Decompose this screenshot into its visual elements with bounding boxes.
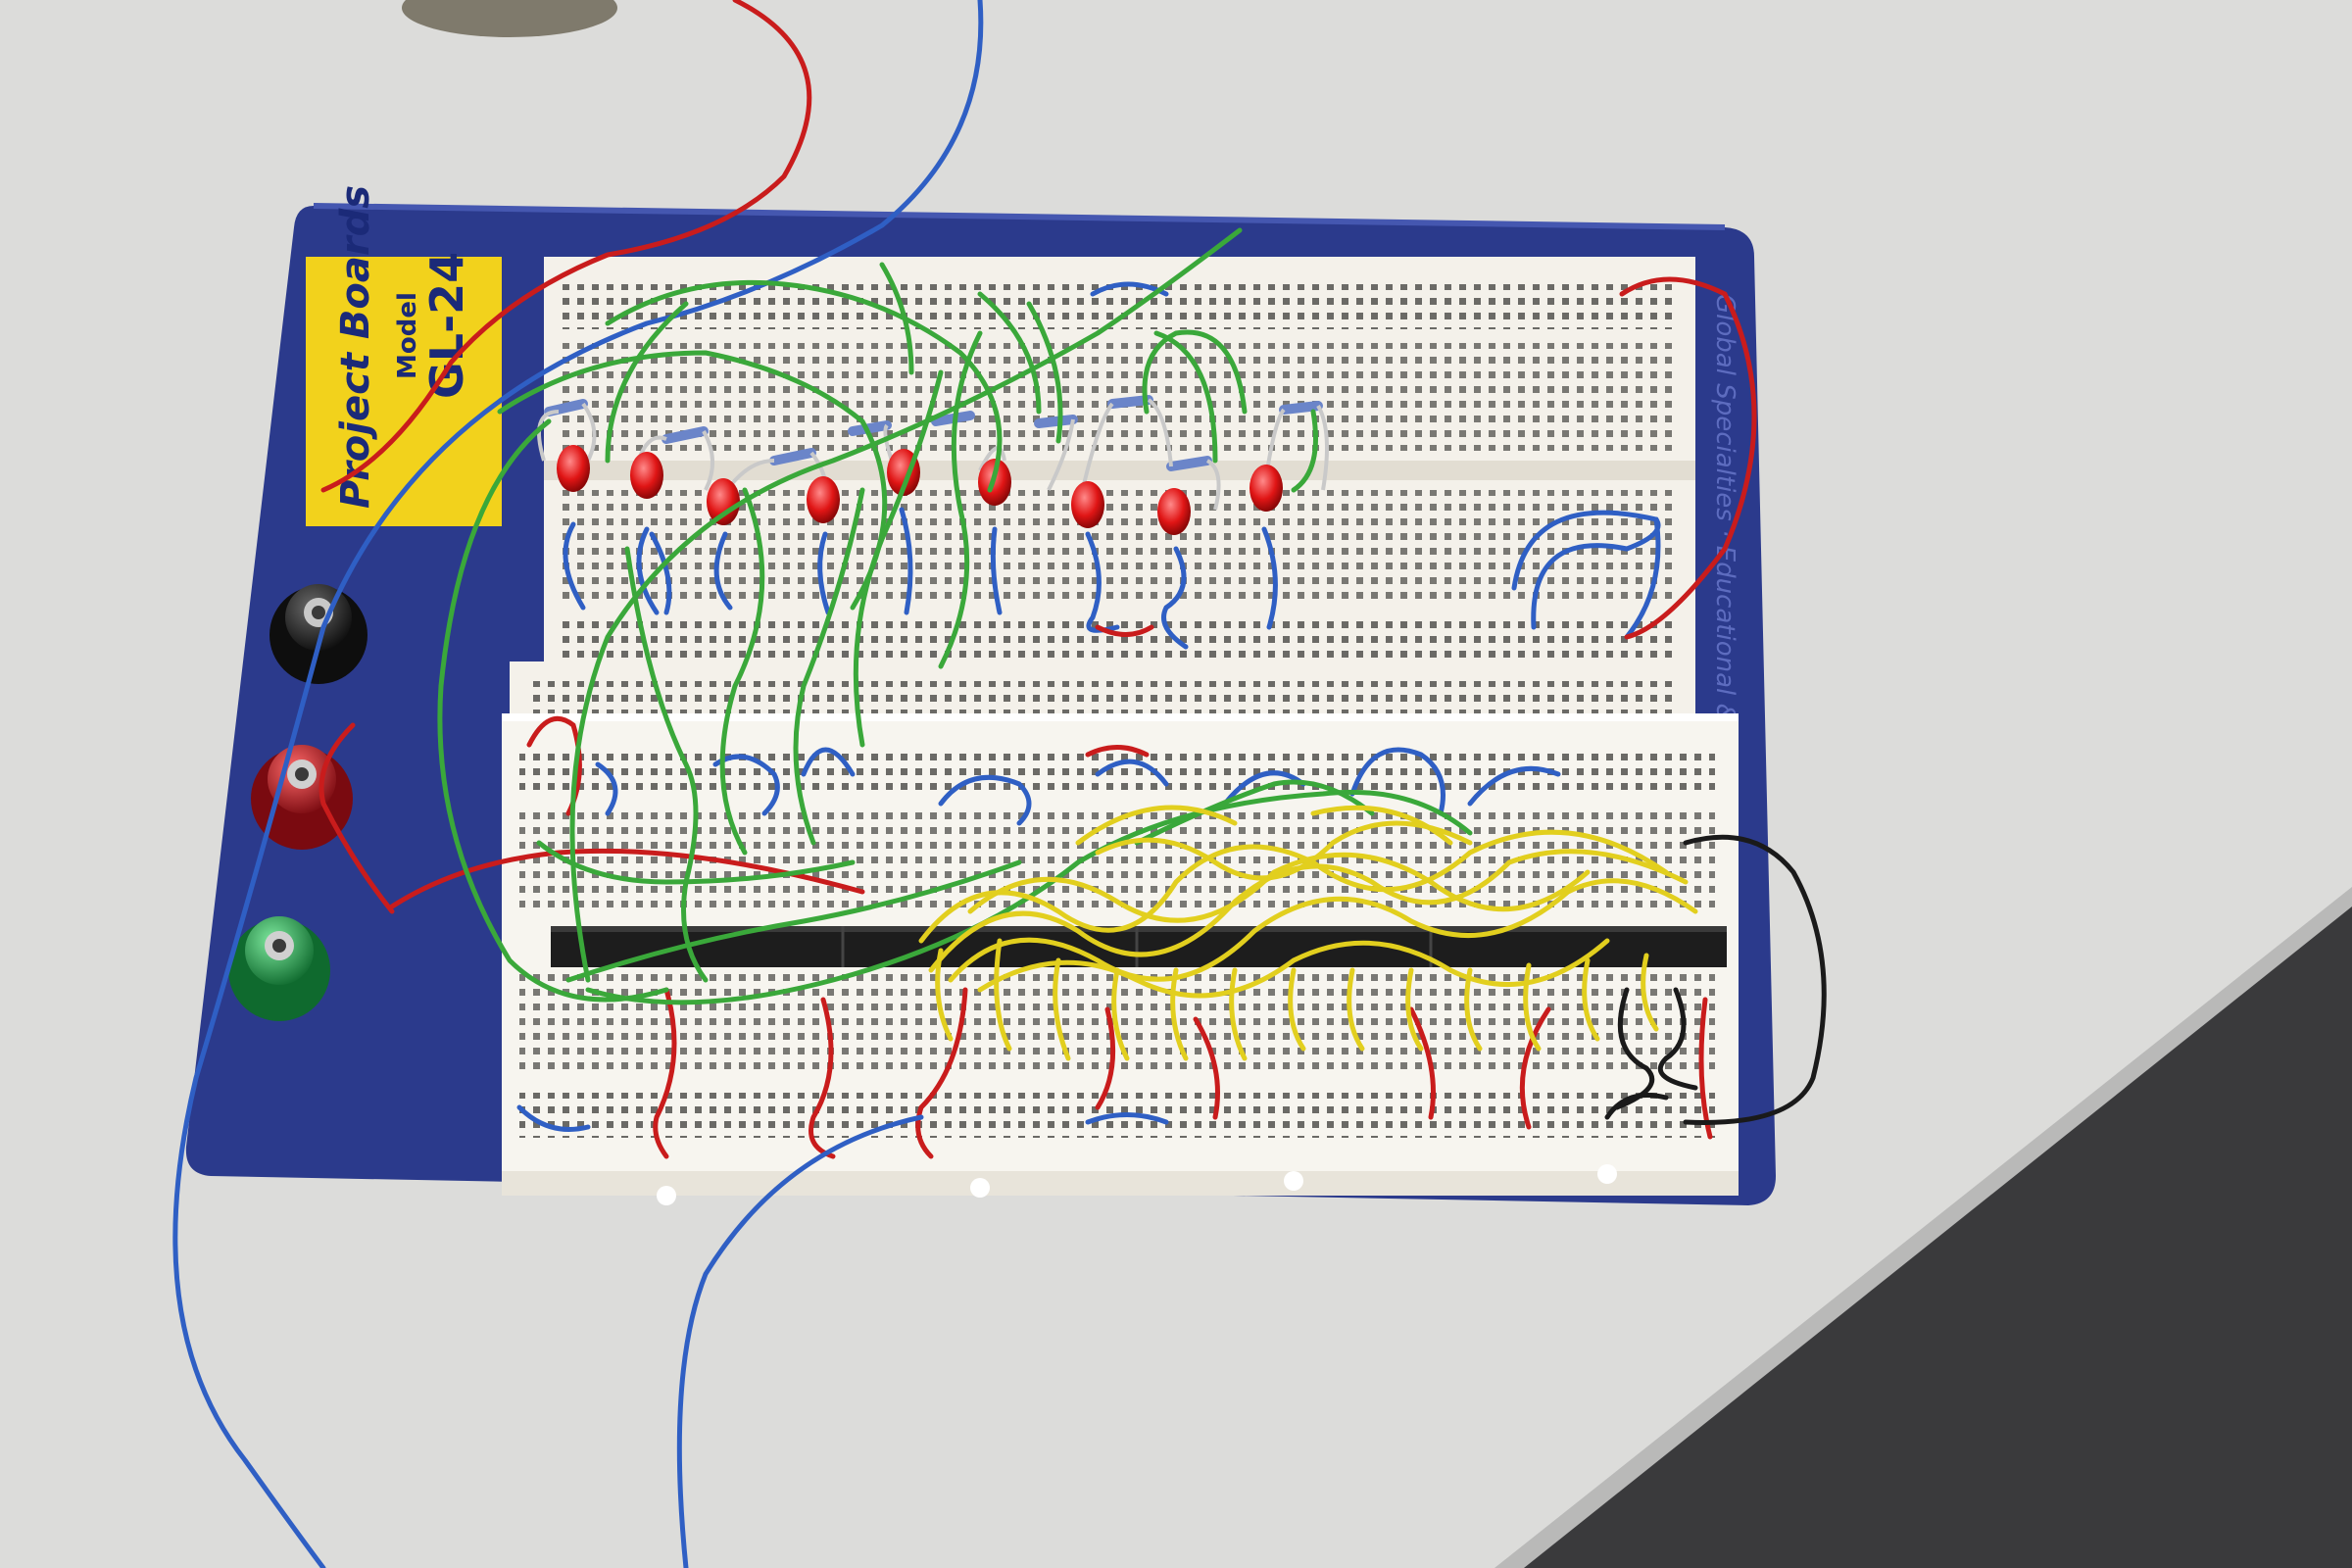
upper-breadboard xyxy=(544,257,1695,678)
led xyxy=(557,445,590,492)
black-wires xyxy=(1604,834,1827,1125)
yellow-wires xyxy=(918,805,1698,1061)
ic-chip-row xyxy=(551,926,1727,967)
green-binding-post[interactable] xyxy=(228,916,330,1021)
led xyxy=(807,476,840,523)
table-edge-bevel xyxy=(1494,887,2352,1568)
led xyxy=(1071,481,1104,528)
knob-top xyxy=(402,0,617,37)
led xyxy=(1157,488,1191,535)
model-label: Project Boards Model GL-24 xyxy=(306,185,502,526)
model-number-text: GL-24 xyxy=(420,252,473,399)
blue-wires-upper xyxy=(563,281,1661,650)
brand-text: Project Boards xyxy=(333,185,378,509)
model-word-text: Model xyxy=(393,292,422,379)
green-wires xyxy=(437,227,1473,1005)
blue-wires-lower xyxy=(172,0,1561,1568)
led xyxy=(630,452,663,499)
resistor xyxy=(544,395,1323,471)
led xyxy=(707,478,740,525)
led-array xyxy=(537,395,1329,535)
led xyxy=(1250,465,1283,512)
led-bulbs xyxy=(557,445,1283,535)
